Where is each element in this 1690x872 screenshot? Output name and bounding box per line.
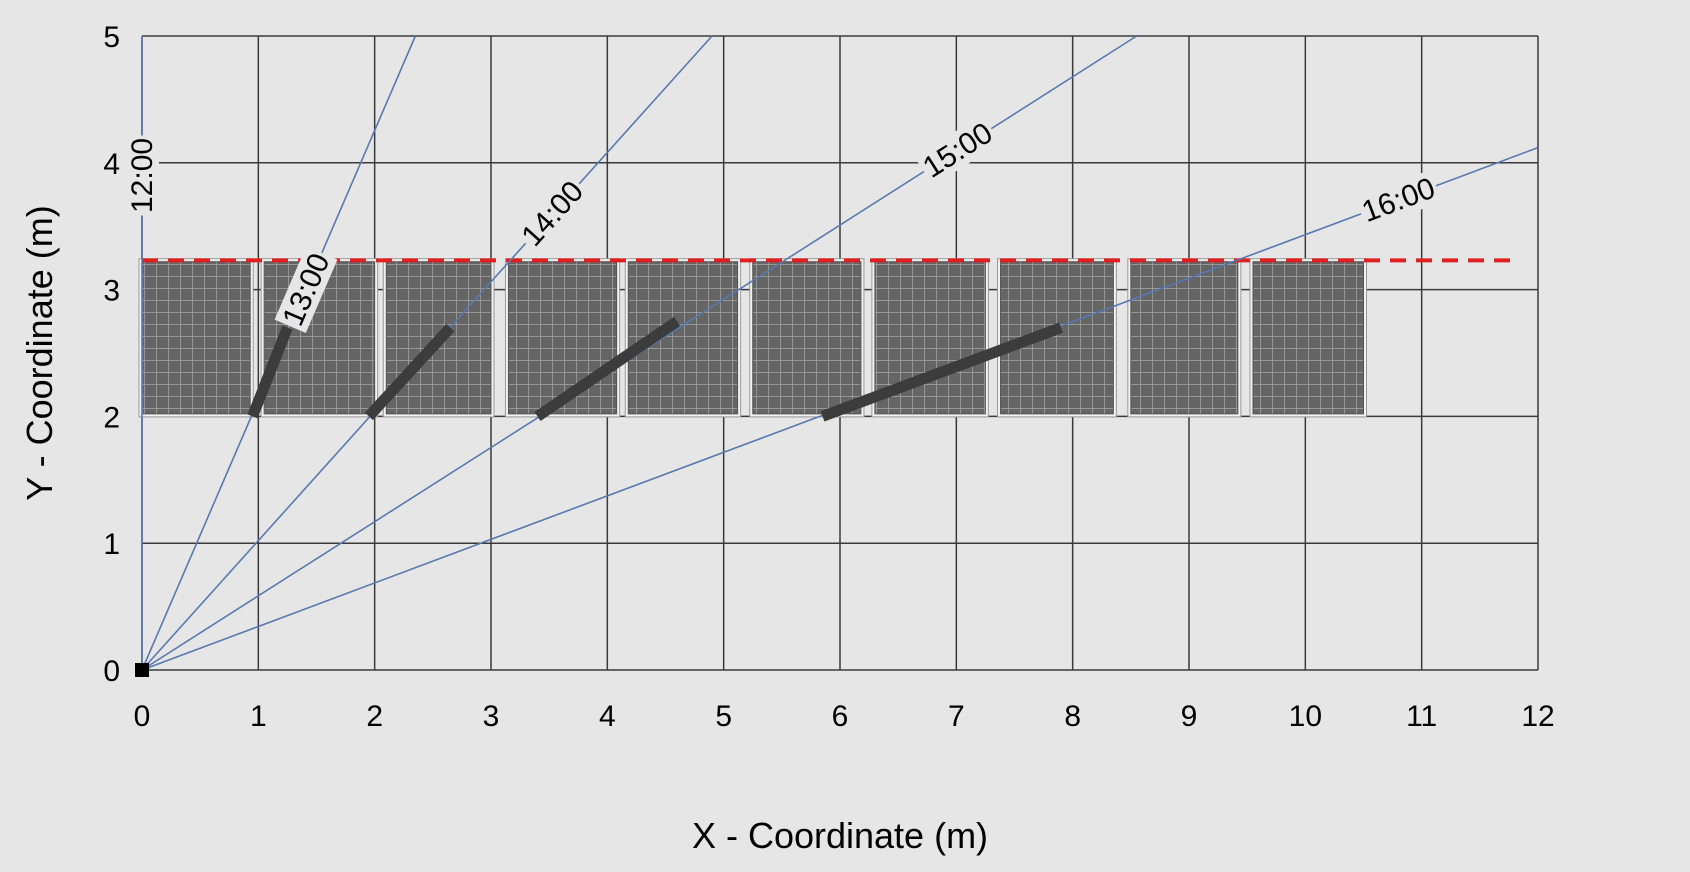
x-tick-label: 6	[832, 700, 849, 733]
x-tick-label: 9	[1181, 700, 1198, 733]
y-tick-label: 3	[103, 275, 120, 308]
x-tick-label: 4	[599, 700, 616, 733]
ray-label-bg	[1354, 169, 1442, 230]
x-tick-label: 2	[366, 700, 383, 733]
y-axis-title: Y - Coordinate (m)	[19, 205, 60, 500]
solar-panel	[752, 261, 862, 415]
ray-label-bg	[125, 135, 159, 216]
y-tick-label: 2	[103, 401, 120, 434]
ray-label-group: 12:00	[125, 135, 159, 216]
y-tick-label: 0	[103, 655, 120, 688]
x-tick-label: 11	[1406, 700, 1437, 733]
x-tick-label: 12	[1521, 700, 1554, 733]
solar-panel	[1252, 261, 1364, 415]
ray-label-group: 14:00	[513, 172, 592, 255]
shadows	[247, 316, 1063, 422]
origin-square	[135, 663, 149, 677]
x-tick-label: 5	[715, 700, 732, 733]
shadow-bar	[820, 322, 1063, 422]
ray-label: 16:00	[1358, 172, 1440, 229]
origin-marker	[135, 663, 149, 677]
x-axis-title: X - Coordinate (m)	[692, 815, 988, 856]
ray-label: 15:00	[917, 116, 998, 184]
ray-label-group: 16:00	[1354, 169, 1442, 230]
ray-label-bg	[914, 114, 1001, 186]
x-tick-label: 7	[948, 700, 965, 733]
ray-label: 12:00	[126, 138, 159, 213]
x-tick-label: 0	[134, 700, 151, 733]
solar-panel	[507, 261, 618, 415]
x-tick-label: 10	[1289, 700, 1322, 733]
shadow-bar	[247, 325, 293, 419]
y-tick-label: 5	[103, 21, 120, 54]
y-tick-label: 4	[103, 148, 120, 181]
solar-panel	[1130, 261, 1239, 415]
ray-label-bg	[274, 246, 338, 334]
shadow-bar	[534, 316, 681, 421]
solar-panel	[141, 261, 251, 415]
ray-label-bg	[513, 172, 592, 255]
x-tick-label: 3	[483, 700, 500, 733]
y-tick-label: 1	[103, 528, 120, 561]
solar-panel	[1000, 261, 1114, 415]
shadow-bar	[364, 323, 455, 421]
x-tick-label: 1	[250, 700, 267, 733]
x-tick-label: 8	[1064, 700, 1081, 733]
ray-label-group: 15:00	[914, 114, 1001, 186]
